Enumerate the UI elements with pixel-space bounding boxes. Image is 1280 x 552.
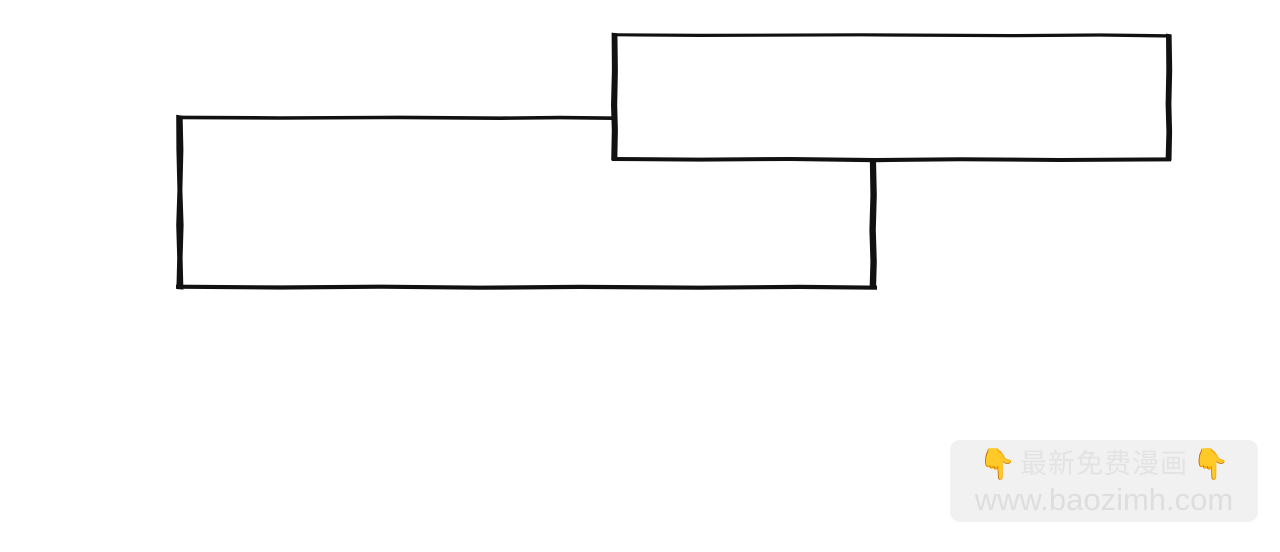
pointing-down-hand-icon-left: 👇 — [978, 447, 1016, 481]
lower-bubble-bottom-edge — [176, 284, 877, 290]
watermark-title: 最新免费漫画 — [1020, 449, 1188, 479]
watermark-url: www.baozimh.com — [974, 481, 1234, 517]
watermark-title-row: 👇 最新免费漫画 👇 — [979, 448, 1230, 482]
pointing-down-hand-icon-right: 👇 — [1192, 447, 1230, 481]
upper-bubble-top-edge — [613, 33, 1169, 38]
site-watermark: 👇 最新免费漫画 👇 www.baozimh.com — [950, 440, 1258, 522]
upper-bubble-right-edge — [1165, 33, 1173, 161]
ink-strokes — [176, 32, 1173, 290]
lower-bubble-right-edge — [869, 158, 877, 290]
speech-bubble-lower-text — [176, 114, 876, 290]
lower-bubble-left-edge — [176, 114, 184, 290]
upper-bubble-bottom-edge — [612, 157, 1171, 163]
upper-bubble-left-edge — [611, 32, 618, 161]
speech-bubble-lower — [176, 114, 876, 290]
lower-bubble-top-edge — [177, 115, 614, 120]
